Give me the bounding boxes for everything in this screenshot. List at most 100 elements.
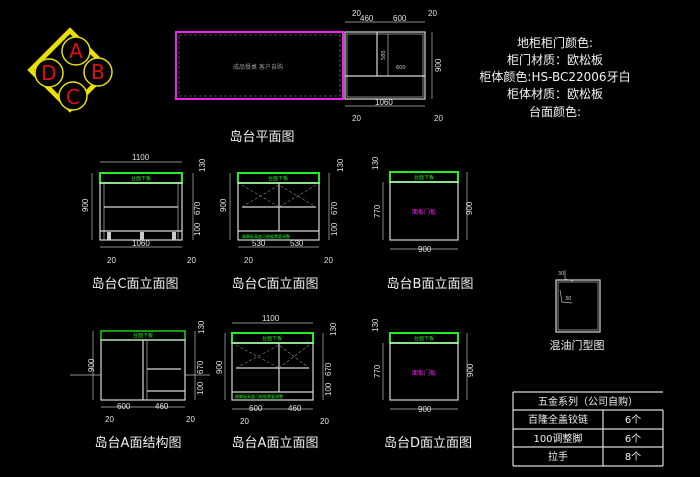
info-line: 台面颜色: <box>529 104 581 119</box>
dim: 20 <box>352 114 361 123</box>
material-info: 地柜柜门颜色: 柜门材质：欧松板 柜体颜色:HS-BC22006牙白 柜体材质：… <box>479 35 630 119</box>
plan-title: 岛台平面图 <box>229 129 294 145</box>
logo-letter-d: D <box>41 61 56 85</box>
info-line: 柜门材质：欧松板 <box>507 52 603 67</box>
dim: 20 <box>186 415 195 424</box>
dim: 130 <box>329 322 338 336</box>
dim: 900 <box>418 245 432 254</box>
dim: 900 <box>418 405 432 414</box>
dim: 20 <box>105 415 114 424</box>
label: 台面下板 <box>414 174 434 181</box>
c-structure-view: 台面下板 1100 900 130 670 100 1060 20 20 岛台C… <box>81 153 207 292</box>
table-cell: 8个 <box>625 451 641 463</box>
dim: 130 <box>371 318 380 332</box>
dining-table-outline <box>175 31 344 100</box>
view-title: 岛台C面立面图 <box>231 276 318 292</box>
table-cell: 6个 <box>625 433 641 445</box>
dim: 1100 <box>262 314 280 323</box>
view-title: 岛台B面立面图 <box>387 276 474 292</box>
table-placeholder-label: 成品餐桌 客户自购 <box>233 63 283 71</box>
dim: 130 <box>197 320 206 334</box>
b-elevation-view: 台面下板 面板门板 130 770 900 900 岛台B面立面图 <box>371 156 474 292</box>
table-cell: 100调整脚 <box>533 432 582 445</box>
dim: 670 <box>193 201 202 215</box>
label: 台面下板 <box>262 335 282 342</box>
dim: 20 <box>240 417 249 426</box>
label: 踢脚板高度可根据需要调整 <box>242 233 290 239</box>
dim: 670 <box>324 362 333 376</box>
hardware-table: 五金系列（公司自购） 百隆全盖铰链 6个 100调整脚 6个 拉手 8个 <box>512 391 664 467</box>
cabinet-plan <box>344 31 426 100</box>
dim: 20 <box>428 9 437 18</box>
dim: 100 <box>193 222 202 236</box>
dim: 900 <box>465 201 474 215</box>
table-header: 五金系列（公司自购） <box>538 395 638 408</box>
dim: 1060 <box>132 239 150 248</box>
label: 台面下板 <box>268 175 288 182</box>
view-title: 岛台D面立面图 <box>384 435 472 451</box>
table-cell: 百隆全盖铰链 <box>528 413 588 426</box>
door-profile-view: 30 30 混油门型图 <box>550 270 605 352</box>
dim: 530 <box>252 239 266 248</box>
dim: 460 <box>155 402 169 411</box>
dim: 600 <box>393 14 407 23</box>
dim: 100 <box>324 382 333 396</box>
view-title: 混油门型图 <box>550 338 605 352</box>
dim: 100 <box>196 381 205 395</box>
table-cell: 6个 <box>625 414 641 426</box>
info-line: 柜体颜色:HS-BC22006牙白 <box>479 69 630 84</box>
view-title: 岛台C面立面图 <box>91 276 178 292</box>
dim: 1100 <box>132 153 150 162</box>
dim: 20 <box>352 9 361 18</box>
dim: 100 <box>330 222 339 236</box>
dim: 600 <box>249 404 263 413</box>
dim: 20 <box>320 417 329 426</box>
dim: 900 <box>81 198 90 212</box>
dim: 670 <box>196 360 205 374</box>
dim: 1060 <box>375 98 393 107</box>
info-line: 柜体材质：欧松板 <box>507 87 603 101</box>
view-title: 岛台A面立面图 <box>232 435 319 451</box>
label: 面板门板 <box>412 369 436 377</box>
dim: 600 <box>396 65 406 71</box>
dim: 460 <box>360 14 374 23</box>
dim: 900 <box>466 363 475 377</box>
dim: 20 <box>187 256 196 265</box>
dim: 20 <box>107 256 116 265</box>
dim: 30 <box>565 296 571 302</box>
dim: 20 <box>244 256 253 265</box>
label: 台面下板 <box>133 332 153 339</box>
logo-letter-b: B <box>91 60 105 84</box>
dim: 130 <box>371 156 380 170</box>
d-elevation-view: 台面下板 面板门板 130 770 900 900 岛台D面立面图 <box>371 318 475 451</box>
label: 台面下板 <box>131 175 151 182</box>
abcd-logo: A B C D <box>27 27 113 113</box>
c-elevation-view: 台面下板 踢脚板高度可根据需要调整 900 130 670 100 530 53… <box>219 158 345 292</box>
dim: 600 <box>117 402 131 411</box>
dim: 460 <box>288 404 302 413</box>
label: 面板门板 <box>412 208 436 216</box>
dim: 20 <box>434 114 443 123</box>
dim: 130 <box>198 158 207 172</box>
label: 踢脚板高度可根据需要调整 <box>235 393 283 399</box>
dim: 20 <box>324 256 333 265</box>
info-line: 地柜柜门颜色: <box>517 35 593 50</box>
dim: 770 <box>373 364 382 378</box>
label: 台面下板 <box>414 335 434 342</box>
dim: 900 <box>87 358 96 372</box>
a-elevation-view: 台面下板 踢脚板高度可根据需要调整 1100 900 130 670 100 6… <box>215 314 338 451</box>
dim: 770 <box>373 204 382 218</box>
view-title: 岛台A面结构图 <box>95 435 182 451</box>
dim: 900 <box>434 58 443 72</box>
dim: 30 <box>558 271 564 277</box>
plan-view: 成品餐桌 客户自购 20 460 600 20 900 1060 20 20 5… <box>175 9 443 145</box>
dim: 670 <box>330 201 339 215</box>
logo-letter-a: A <box>69 39 83 63</box>
logo-letter-c: C <box>66 85 80 109</box>
dim: 130 <box>336 158 345 172</box>
a-structure-view: 台面下板 900 130 670 100 600 460 20 20 岛台A面结… <box>70 320 210 451</box>
dim: 900 <box>219 198 228 212</box>
dim: 580 <box>381 50 387 60</box>
dim: 530 <box>290 239 304 248</box>
